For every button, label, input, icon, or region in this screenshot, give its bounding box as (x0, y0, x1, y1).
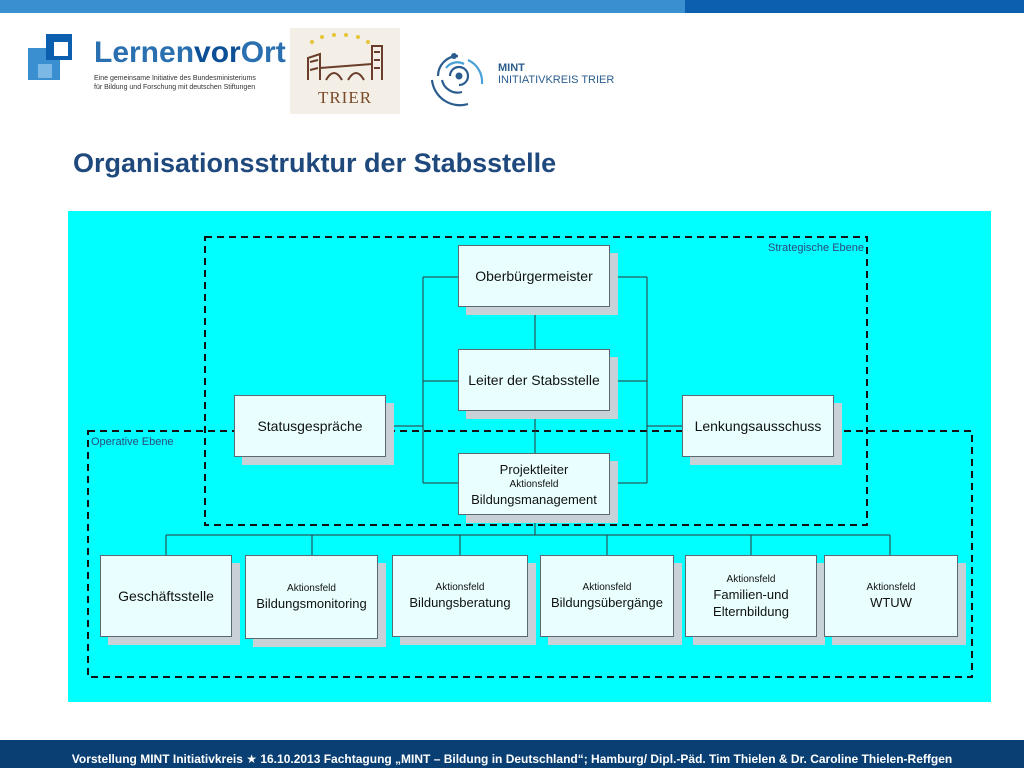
node-oberbuergermeister: Oberbürgermeister (458, 245, 610, 307)
strategic-zone-label: Strategische Ebene (768, 242, 865, 254)
lernen-vor-ort-tagline: Eine gemeinsame Initiative des Bundesmin… (94, 75, 256, 91)
strategic-zone-border (204, 236, 868, 526)
lernen-vor-ort-logo: LernenvorOrt Eine gemeinsame Initiative … (28, 32, 286, 94)
node-leiter-stabsstelle: Leiter der Stabsstelle (458, 349, 610, 411)
node-geschaeftsstelle: Geschäftsstelle (100, 555, 232, 637)
node-projektleiter: Projektleiter Aktionsfeld Bildungsmanage… (458, 453, 610, 515)
node-lenkungsausschuss: Lenkungsausschuss (682, 395, 834, 457)
node-statusgespraeche: Statusgespräche (234, 395, 386, 457)
trier-wordmark: TRIER (317, 88, 373, 107)
top-bar-light (0, 0, 685, 13)
mint-wordmark: MINT INITIATIVKREIS TRIER (498, 62, 615, 86)
top-bar-dark (685, 0, 1024, 13)
org-chart-panel: Strategische Ebene Operative Ebene Oberb… (68, 211, 991, 702)
node-aktionsfeld-bildungsberatung: Aktionsfeld Bildungsberatung (392, 555, 528, 637)
node-aktionsfeld-familien-elternbildung: Aktionsfeld Familien-und Elternbildung (685, 555, 817, 637)
operative-zone-border (87, 430, 973, 678)
node-aktionsfeld-bildungsuebergaenge: Aktionsfeld Bildungsübergänge (540, 555, 674, 637)
footer-text: Vorstellung MINT Initiativkreis ★ 16.10.… (71, 752, 953, 766)
porta-nigra-icon (307, 33, 383, 81)
org-chart-connectors (87, 236, 973, 678)
node-aktionsfeld-bildungsmonitoring: Aktionsfeld Bildungsmonitoring (245, 555, 378, 639)
page-title: Organisationsstruktur der Stabsstelle (73, 148, 557, 178)
trier-logo: TRIER (290, 28, 400, 114)
mint-initiativkreis-logo: MINT INITIATIVKREIS TRIER (428, 46, 628, 110)
lernen-vor-ort-mark-icon (28, 34, 72, 80)
footer-bar: Vorstellung MINT Initiativkreis ★ 16.10.… (0, 740, 1024, 768)
lernen-vor-ort-wordmark: LernenvorOrt (94, 36, 286, 69)
node-aktionsfeld-wtuw: Aktionsfeld WTUW (824, 555, 958, 637)
mint-signal-icon (430, 53, 484, 107)
operative-zone-label: Operative Ebene (91, 436, 174, 448)
